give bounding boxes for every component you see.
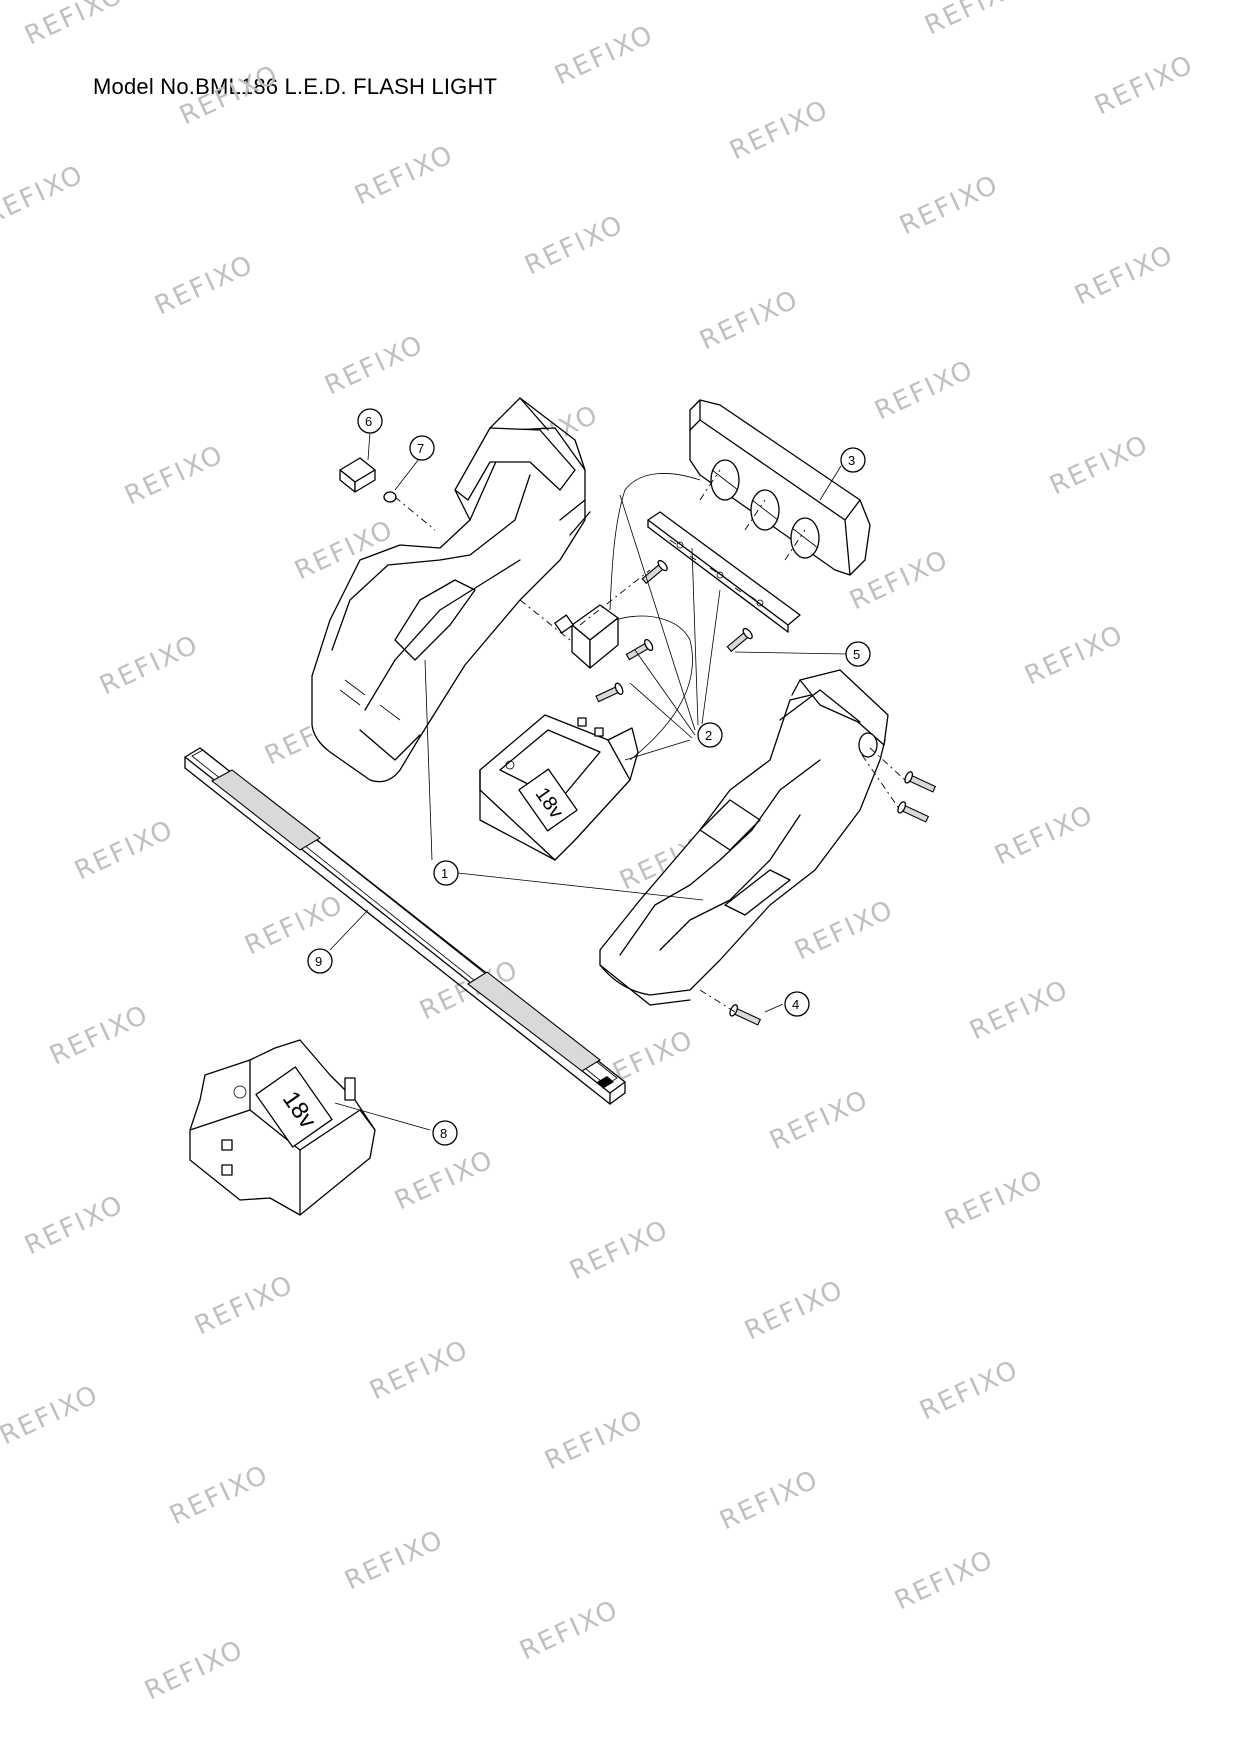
watermark: REFIXO xyxy=(520,209,629,281)
watermark: REFIXO xyxy=(895,169,1004,241)
watermark: REFIXO xyxy=(390,1144,499,1216)
callout-6: 6 xyxy=(357,408,383,434)
screw-4b xyxy=(897,801,930,823)
callout-7: 7 xyxy=(409,435,435,461)
watermark: REFIXO xyxy=(965,974,1074,1046)
svg-text:8: 8 xyxy=(440,1126,447,1141)
svg-text:3: 3 xyxy=(848,453,855,468)
svg-text:4: 4 xyxy=(792,997,799,1012)
svg-text:1: 1 xyxy=(441,866,448,881)
part-8-battery-adaptor: 18v xyxy=(189,1039,376,1216)
watermark: REFIXO xyxy=(20,1189,129,1261)
battery-contact-cradle: 18v xyxy=(479,714,639,861)
watermark: REFIXO xyxy=(365,1334,474,1406)
watermark: REFIXO xyxy=(1020,619,1129,691)
svg-text:5: 5 xyxy=(853,647,860,662)
screw-2a xyxy=(641,559,668,585)
page-title: Model No.BML186 L.E.D. FLASH LIGHT xyxy=(93,74,498,99)
screw-4c xyxy=(729,1004,762,1026)
watermark: REFIXO xyxy=(45,999,154,1071)
watermark: REFIXO xyxy=(320,329,429,401)
screw-2b xyxy=(625,638,654,661)
watermark: REFIXO xyxy=(150,249,259,321)
watermark: REFIXO xyxy=(715,1464,824,1536)
callout-8: 8 xyxy=(432,1120,458,1146)
watermark: REFIXO xyxy=(790,894,899,966)
watermark: REFIXO xyxy=(70,814,179,886)
svg-text:6: 6 xyxy=(365,414,372,429)
watermark: REFIXO xyxy=(340,1524,449,1596)
callout-5: 5 xyxy=(845,641,871,667)
screw-5 xyxy=(726,627,753,653)
watermark: REFIXO xyxy=(990,799,1099,871)
watermark: REFIXO xyxy=(765,1084,874,1156)
screw-4a xyxy=(904,771,937,793)
screw-2c xyxy=(595,682,624,703)
watermark: REFIXO xyxy=(1070,239,1179,311)
part-9-reflector-strip xyxy=(184,747,626,1105)
callout-2: 2 xyxy=(697,722,723,748)
watermark: REFIXO xyxy=(165,1459,274,1531)
watermark: REFIXO xyxy=(725,94,834,166)
svg-text:7: 7 xyxy=(417,441,424,456)
watermark: REFIXO xyxy=(940,1164,1049,1236)
part-7-spring xyxy=(383,491,397,503)
callout-1: 1 xyxy=(433,860,459,886)
watermark: REFIXO xyxy=(95,629,204,701)
watermark: REFIXO xyxy=(920,0,1029,41)
watermark: REFIXO xyxy=(870,354,979,426)
callout-9: 9 xyxy=(307,948,333,974)
watermark: REFIXO xyxy=(190,1269,299,1341)
watermark: REFIXO xyxy=(0,1379,104,1451)
part-1-housing-right xyxy=(599,669,889,1006)
svg-text:9: 9 xyxy=(315,954,322,969)
watermark: REFIXO xyxy=(740,1274,849,1346)
watermark-layer: REFIXO REFIXO REFIXO REFIXO REFIXO REFIX… xyxy=(0,0,1199,1706)
watermark: REFIXO xyxy=(540,1404,649,1476)
watermark: REFIXO xyxy=(565,1214,674,1286)
watermark: REFIXO xyxy=(515,1594,624,1666)
svg-text:2: 2 xyxy=(705,728,712,743)
part-3-led-head xyxy=(689,399,871,576)
watermark: REFIXO xyxy=(140,1634,249,1706)
watermark: REFIXO xyxy=(350,139,459,211)
callout-4: 4 xyxy=(784,991,810,1017)
watermark: REFIXO xyxy=(890,1544,999,1616)
lead-wires xyxy=(609,473,701,761)
callout-3: 3 xyxy=(840,447,866,473)
watermark: REFIXO xyxy=(120,439,229,511)
watermark: REFIXO xyxy=(20,0,129,51)
watermark: REFIXO xyxy=(175,59,284,131)
watermark: REFIXO xyxy=(240,889,349,961)
callouts: 6 7 3 5 2 1 4 9 8 xyxy=(307,408,871,1146)
switch-terminal-block xyxy=(554,604,619,669)
watermark: REFIXO xyxy=(0,159,89,231)
watermark: REFIXO xyxy=(550,19,659,91)
led-pcb-board xyxy=(647,511,801,633)
screws xyxy=(595,559,937,1026)
part-6-cap xyxy=(339,457,376,493)
watermark: REFIXO xyxy=(695,284,804,356)
part-1-housing-left xyxy=(311,397,591,783)
watermark: REFIXO xyxy=(915,1354,1024,1426)
watermark: REFIXO xyxy=(1090,49,1199,121)
watermark: REFIXO xyxy=(1045,429,1154,501)
assembly-center-lines xyxy=(394,469,906,1013)
leader-lines xyxy=(329,431,848,1131)
